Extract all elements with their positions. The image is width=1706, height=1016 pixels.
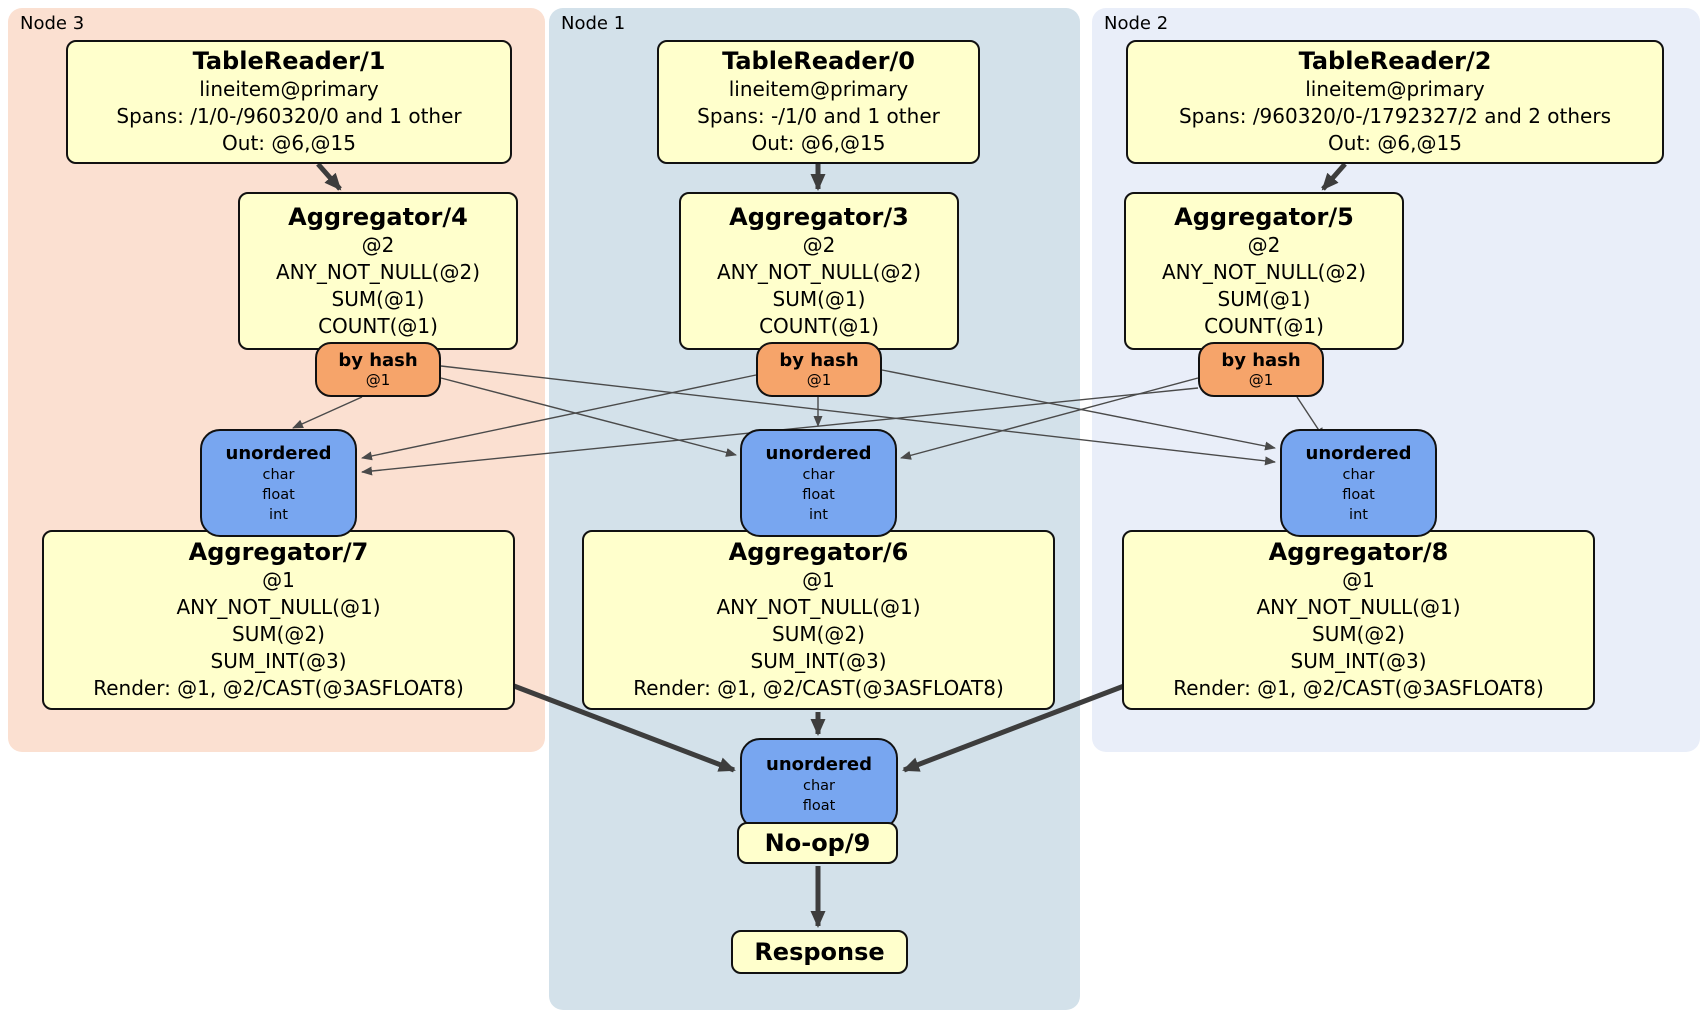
box-tablereader-1: TableReader/1 lineitem@primary Spans: /1… [66,40,512,164]
sync-line: int [1349,506,1368,523]
sync-title: unordered [765,442,872,464]
box-title: Aggregator/6 [728,538,909,566]
box-line: SUM_INT(@3) [750,649,887,673]
box-aggregator-8: Aggregator/8 @1 ANY_NOT_NULL(@1) SUM(@2)… [1122,530,1595,710]
router-line: @1 [806,371,832,389]
box-response: Response [731,930,908,974]
box-title: TableReader/2 [1298,47,1492,75]
box-line: COUNT(@1) [1204,313,1324,338]
box-line: ANY_NOT_NULL(@1) [176,595,381,619]
box-title: Aggregator/3 [729,202,909,231]
sync-line: char [262,466,295,483]
box-line: COUNT(@1) [759,313,879,338]
box-line: @2 [802,232,836,257]
sync-line: char [802,777,835,794]
box-line: SUM(@1) [772,286,866,311]
box-line: Render: @1, @2/CAST(@3ASFLOAT8) [633,676,1004,700]
box-line: SUM_INT(@3) [210,649,347,673]
sync-line: float [262,486,295,503]
sync-line: char [802,466,835,483]
box-title: No-op/9 [764,828,871,857]
box-line: SUM(@2) [232,622,325,646]
box-title: Aggregator/7 [188,538,369,566]
router-by-hash-5: by hash @1 [1198,342,1324,397]
box-line: SUM(@2) [772,622,865,646]
box-tablereader-0: TableReader/0 lineitem@primary Spans: -/… [657,40,980,164]
box-line: SUM(@1) [331,286,425,311]
sync-title: unordered [1305,442,1412,464]
box-line: ANY_NOT_NULL(@2) [276,259,480,284]
sync-line: int [809,506,828,523]
box-line: Out: @6,@15 [222,131,356,155]
sync-unordered-final: unordered char float [740,738,898,830]
box-line: Spans: /1/0-/960320/0 and 1 other [116,104,462,128]
box-line: lineitem@primary [1305,77,1485,101]
router-line: @1 [365,371,391,389]
region-node2-label: Node 2 [1104,13,1169,34]
router-title: by hash [338,350,418,371]
box-line: @1 [802,568,835,592]
box-line: ANY_NOT_NULL(@1) [1256,595,1461,619]
box-line: lineitem@primary [728,77,909,101]
router-title: by hash [779,350,859,371]
box-title: Aggregator/5 [1174,202,1354,231]
sync-line: float [1342,486,1375,503]
box-line: @2 [361,232,395,257]
box-line: Out: @6,@15 [751,131,886,155]
box-title: Aggregator/4 [288,202,468,231]
box-title: Aggregator/8 [1268,538,1449,566]
sync-line: char [1342,466,1375,483]
box-line: Spans: -/1/0 and 1 other [697,104,940,128]
box-line: @1 [1342,568,1375,592]
box-line: Render: @1, @2/CAST(@3ASFLOAT8) [1173,676,1544,700]
router-title: by hash [1221,350,1301,371]
router-by-hash-3: by hash @1 [756,342,882,397]
sync-line: float [802,797,836,814]
box-line: SUM_INT(@3) [1290,649,1427,673]
sync-title: unordered [766,753,872,775]
box-title: TableReader/0 [722,47,915,75]
box-tablereader-2: TableReader/2 lineitem@primary Spans: /9… [1126,40,1664,164]
box-line: ANY_NOT_NULL(@1) [716,595,921,619]
sync-line: int [269,506,288,523]
box-line: SUM(@1) [1217,286,1311,311]
box-title: TableReader/1 [192,47,386,75]
box-line: ANY_NOT_NULL(@2) [1162,259,1366,284]
box-line: Render: @1, @2/CAST(@3ASFLOAT8) [93,676,464,700]
region-node1-label: Node 1 [561,13,626,34]
box-noop-9: No-op/9 [737,822,898,864]
region-node3-label: Node 3 [20,13,85,34]
box-aggregator-3: Aggregator/3 @2 ANY_NOT_NULL(@2) SUM(@1)… [679,192,959,350]
sync-line: float [802,486,835,503]
box-line: COUNT(@1) [318,313,438,338]
box-aggregator-6: Aggregator/6 @1 ANY_NOT_NULL(@1) SUM(@2)… [582,530,1055,710]
box-aggregator-4: Aggregator/4 @2 ANY_NOT_NULL(@2) SUM(@1)… [238,192,518,350]
box-line: @2 [1247,232,1281,257]
router-by-hash-4: by hash @1 [315,342,441,397]
box-aggregator-5: Aggregator/5 @2 ANY_NOT_NULL(@2) SUM(@1)… [1124,192,1404,350]
box-title: Response [754,937,885,966]
box-line: SUM(@2) [1312,622,1405,646]
box-line: lineitem@primary [199,77,379,101]
router-line: @1 [1248,371,1274,389]
box-line: Out: @6,@15 [1328,131,1462,155]
box-line: Spans: /960320/0-/1792327/2 and 2 others [1178,104,1611,128]
box-line: ANY_NOT_NULL(@2) [717,259,921,284]
sync-unordered-8: unordered char float int [1280,429,1437,537]
sync-unordered-6: unordered char float int [740,429,897,537]
sync-title: unordered [225,442,332,464]
box-line: @1 [262,568,295,592]
box-aggregator-7: Aggregator/7 @1 ANY_NOT_NULL(@1) SUM(@2)… [42,530,515,710]
sync-unordered-7: unordered char float int [200,429,357,537]
